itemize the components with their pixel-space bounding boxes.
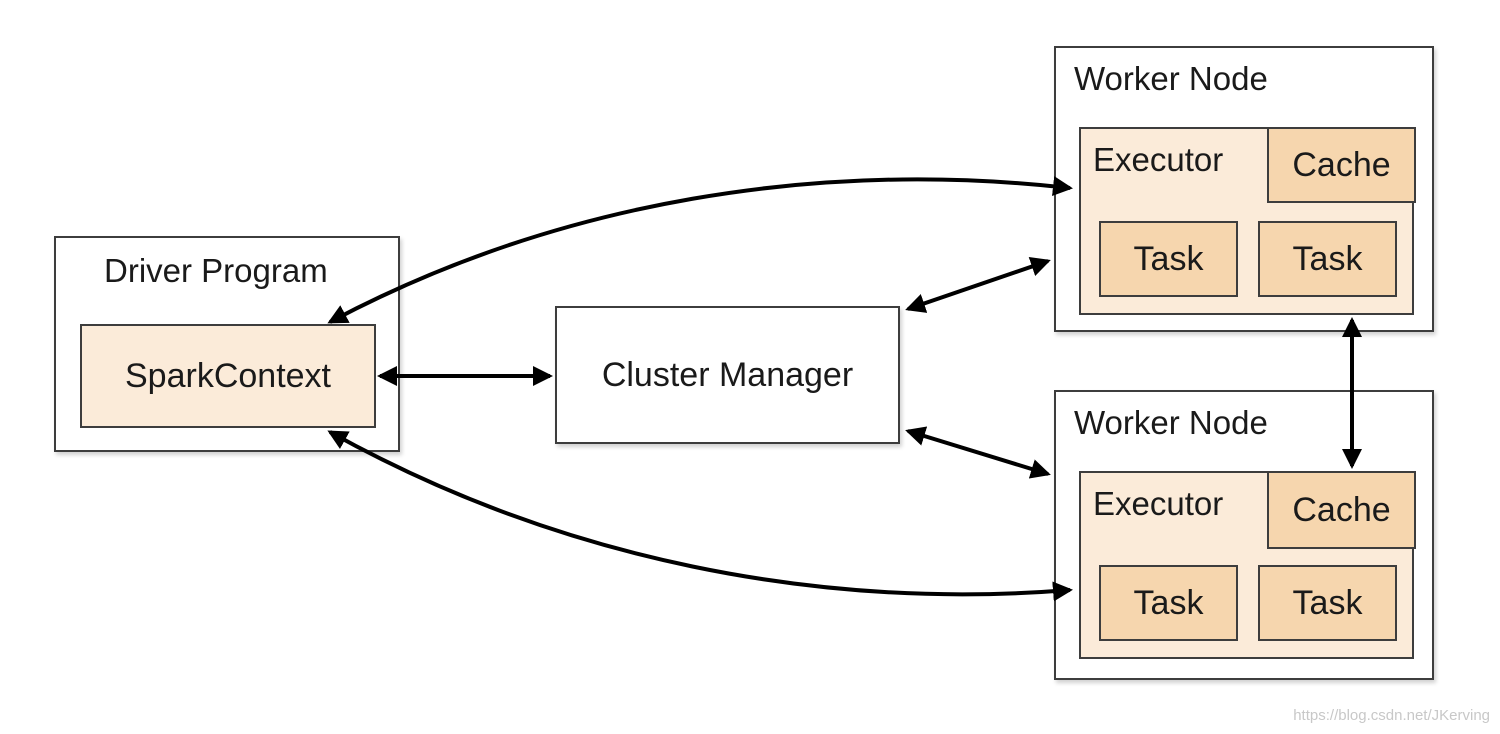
cache-label: Cache — [1292, 490, 1391, 529]
task-label: Task — [1133, 583, 1204, 622]
arrow-manager-to-worker1 — [905, 257, 1051, 313]
task-box: Task — [1258, 221, 1397, 297]
task-box: Task — [1099, 221, 1238, 297]
worker-node-title: Worker Node — [1074, 404, 1268, 441]
arrow-driver-to-worker2 — [327, 430, 1073, 602]
task-box: Task — [1258, 565, 1397, 641]
task-box: Task — [1099, 565, 1238, 641]
task-label: Task — [1133, 239, 1204, 278]
executor-box: Executor Cache Task Task — [1079, 471, 1416, 659]
cache-label: Cache — [1292, 145, 1391, 184]
executor-box: Executor Cache Task Task — [1079, 127, 1416, 315]
arrow-driver-to-worker1 — [327, 176, 1073, 324]
cache-box: Cache — [1267, 471, 1416, 549]
worker-node-1: Worker Node Executor Cache Task Task — [1054, 46, 1434, 332]
spark-context-box: SparkContext — [80, 324, 376, 428]
cluster-manager-label: Cluster Manager — [601, 355, 854, 394]
executor-label: Executor — [1093, 141, 1224, 178]
worker-node-title: Worker Node — [1074, 60, 1268, 97]
cache-box: Cache — [1267, 127, 1416, 203]
executor-label: Executor — [1093, 485, 1224, 522]
worker-node-2: Worker Node Executor Cache Task Task — [1054, 390, 1434, 680]
cluster-manager-box: Cluster Manager — [555, 306, 900, 444]
arrow-manager-to-worker2 — [905, 426, 1051, 479]
spark-context-label: SparkContext — [125, 356, 331, 395]
watermark-text: https://blog.csdn.net/JKerving — [1293, 707, 1490, 724]
task-label: Task — [1292, 239, 1363, 278]
driver-program-title: Driver Program — [104, 252, 328, 289]
task-label: Task — [1292, 583, 1363, 622]
